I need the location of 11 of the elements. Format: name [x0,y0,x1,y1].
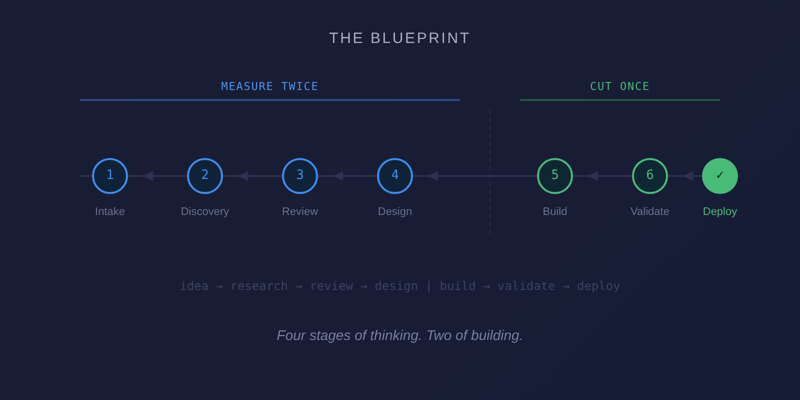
step-label: Discovery [180,205,230,220]
step-label: Intake [94,205,126,220]
caption: Four stages of thinking. Two of building. [276,326,524,345]
step-label: Review [280,205,320,220]
section-heading: MEASURE TWICE [220,79,320,95]
step-label: Deploy [702,205,738,220]
step-label: Build [542,205,568,220]
section-heading: CUT ONCE [588,79,652,95]
step-label: Design [376,205,414,220]
step-label: Validate [630,205,670,220]
title: THE BLUEPRINT [329,29,471,49]
